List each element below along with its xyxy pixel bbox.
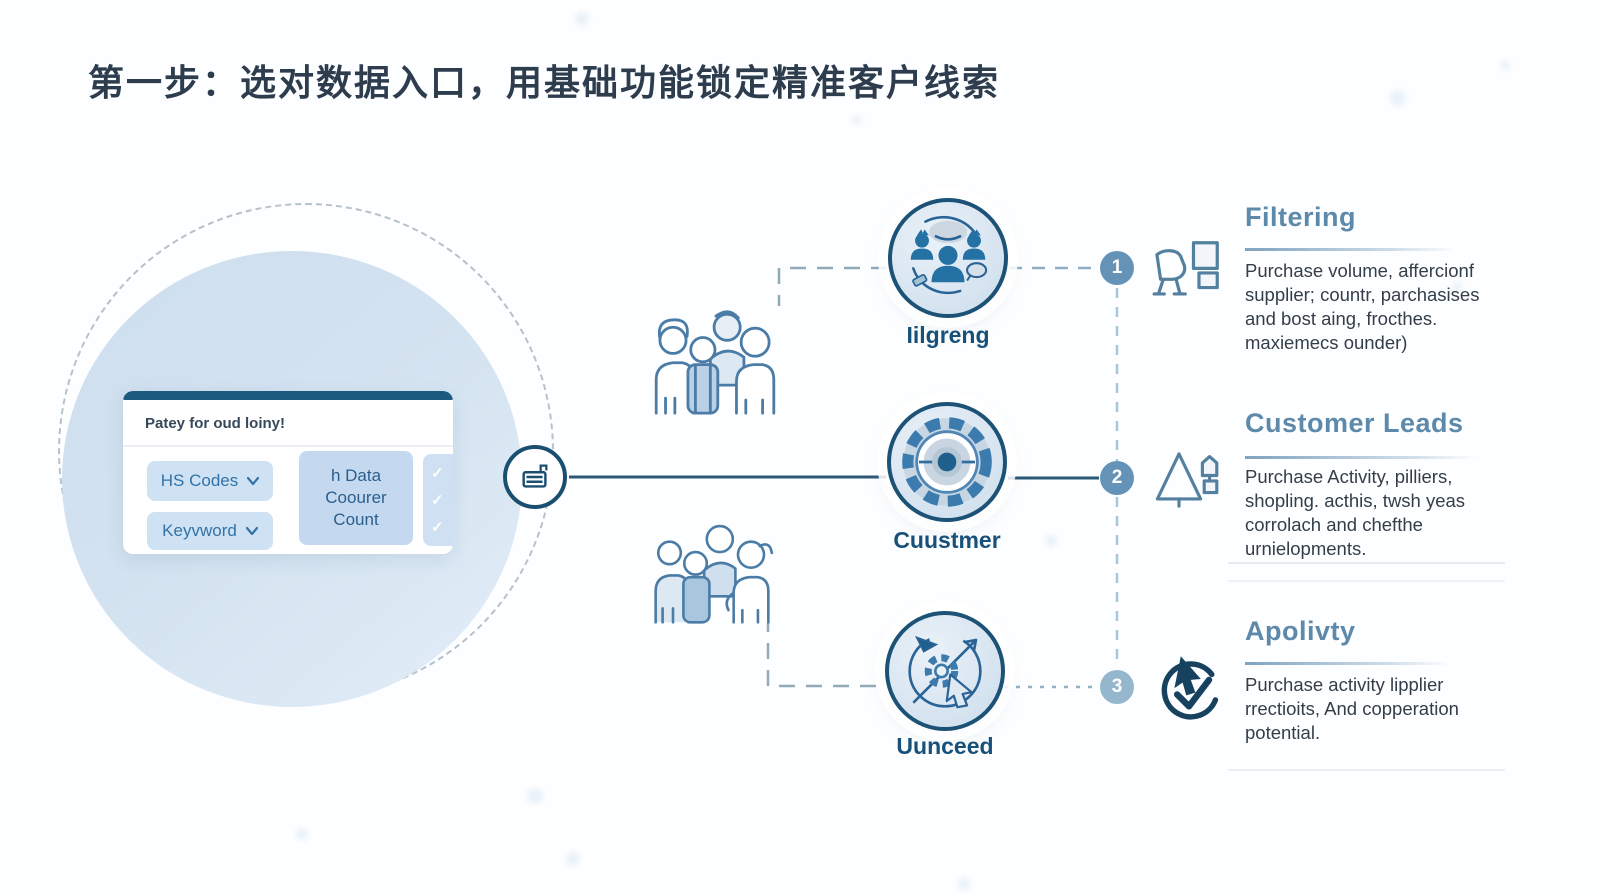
check-icon: ✓ (431, 465, 444, 483)
step-badge-3: 3 (1100, 670, 1134, 704)
background-speck (1452, 282, 1462, 292)
keyword-label: Keyvword (162, 521, 237, 540)
data-count-panel: h Data Coourer Count (299, 451, 413, 545)
checklist-panel: ✓ ✓ ✓ (423, 454, 453, 546)
section-body-filtering: Purchase volume, affercionf supplier; co… (1245, 260, 1480, 353)
document-node (503, 445, 567, 509)
gear-cursor-icon (908, 634, 982, 709)
node-circle-filtering (888, 198, 1008, 318)
section-rule (1245, 456, 1479, 459)
node-circle-activity (885, 611, 1005, 731)
node-label-2: Cuustmer (893, 527, 1001, 553)
section-rule (1245, 248, 1457, 251)
people-group-bottom (654, 524, 774, 624)
background-speck (958, 878, 970, 890)
cart-icon (1152, 241, 1219, 296)
search-card: Patey for oud loiny! HS Codes Keyvword h… (123, 391, 453, 554)
funnel-icon (1155, 452, 1219, 508)
node-label-1: Iilgreng (906, 322, 990, 348)
chevron-down-icon (245, 527, 258, 535)
cursor-check-icon (1161, 656, 1219, 720)
keyword-dropdown[interactable]: Keyvword (147, 512, 273, 550)
hs-codes-label: HS Codes (160, 471, 239, 490)
people-network-icon (910, 215, 988, 295)
background-speck (852, 115, 862, 125)
section-rule (1245, 662, 1451, 665)
target-gear-icon (902, 417, 992, 507)
background-speck (1500, 60, 1510, 70)
check-icon: ✓ (431, 491, 444, 509)
section-title-activity: Apolivty (1245, 616, 1356, 646)
section-title-filtering: Filtering (1245, 202, 1356, 232)
background-speck (575, 12, 589, 26)
step-badge-1: 1 (1100, 251, 1134, 285)
card-topbar (123, 391, 453, 400)
background-speck (527, 788, 543, 804)
document-icon (522, 464, 548, 488)
card-divider (123, 445, 453, 447)
people-group-top (654, 310, 776, 415)
page-title: 第一步：选对数据入口，用基础功能锁定精准客户线索 (88, 62, 1001, 103)
node-circle-customer (887, 402, 1007, 522)
hs-codes-dropdown[interactable]: HS Codes (147, 461, 273, 501)
check-icon: ✓ (431, 518, 444, 536)
background-speck (566, 852, 580, 866)
background-speck (1045, 535, 1057, 547)
node-label-3: Uunceed (896, 733, 994, 759)
chevron-down-icon (247, 477, 260, 485)
section-body-activity: Purchase activity lipplier rrectioits, A… (1245, 674, 1459, 743)
step-badge-2: 2 (1100, 461, 1134, 495)
section-title-customer-leads: Customer Leads (1245, 408, 1464, 438)
card-header-text: Patey for oud loiny! (145, 415, 286, 432)
section-body-customer-leads: Purchase Activity, pilliers, shopling. a… (1245, 466, 1466, 559)
background-speck (1390, 90, 1406, 106)
background-speck (296, 828, 308, 840)
